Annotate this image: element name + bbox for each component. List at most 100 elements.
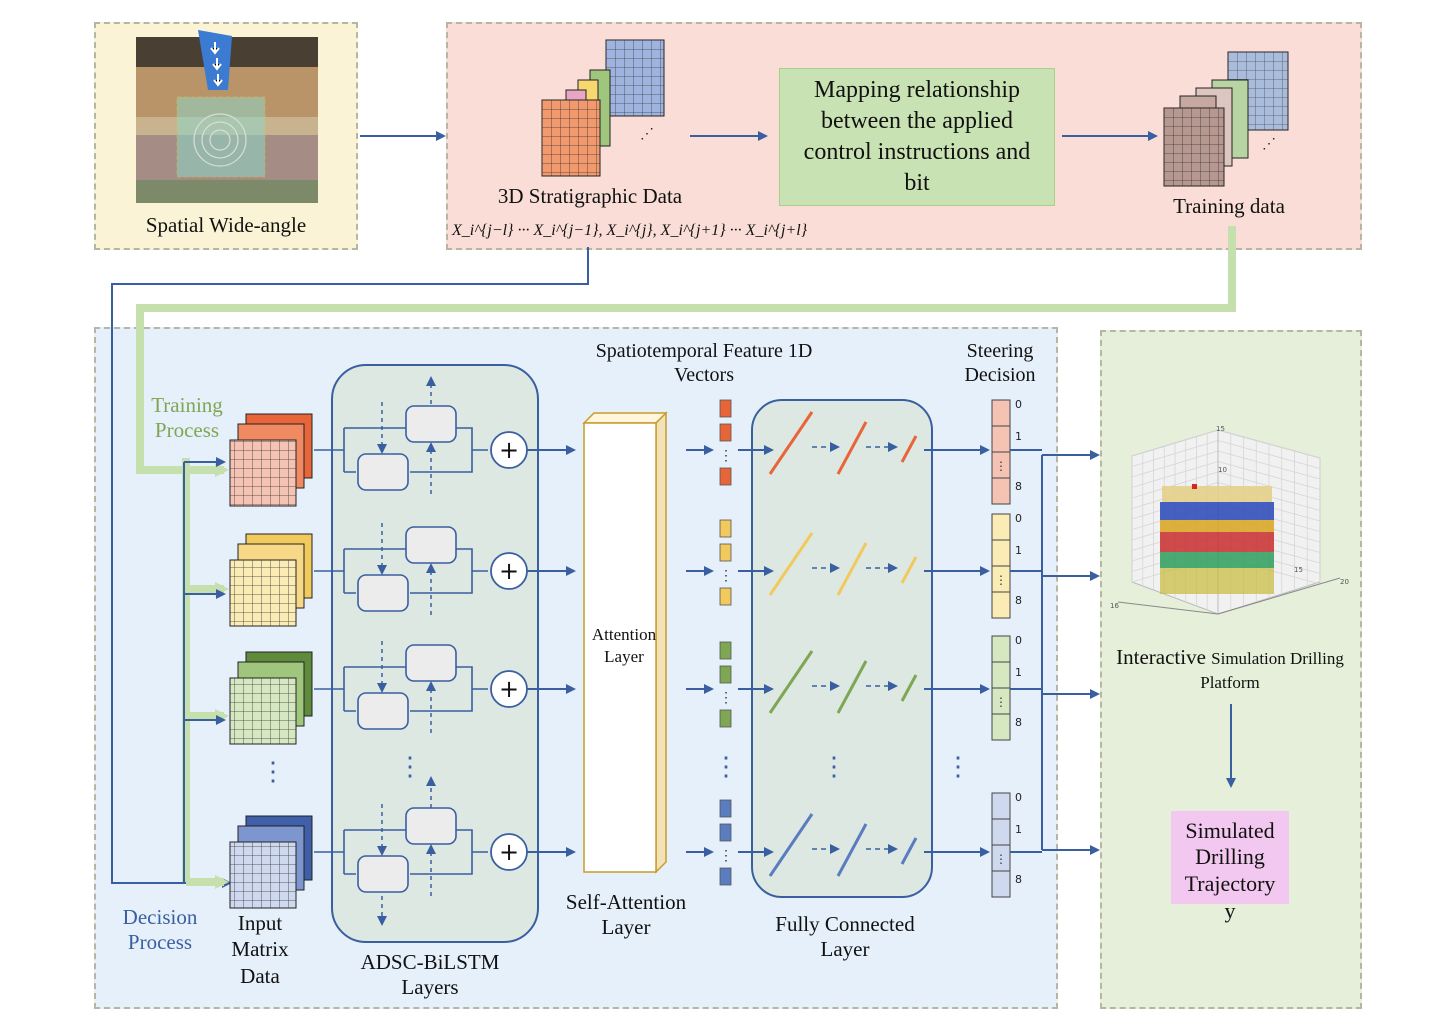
fc-neuron-1 [768, 813, 814, 877]
fc-neuron-2 [836, 823, 868, 877]
steer-ellipsis: ⋮ [945, 752, 971, 781]
steer-dots: ⋮ [995, 695, 1007, 709]
lstm-backward-cell [405, 807, 457, 845]
feature-dots: ⋮ [719, 691, 733, 706]
lstm-backward-cell [405, 405, 457, 443]
feature-cell [719, 823, 732, 842]
fc-container [751, 399, 933, 898]
steer-index: 1 [1015, 666, 1022, 679]
fc-neuron-2 [836, 542, 868, 596]
steer-index: 0 [1015, 512, 1022, 525]
feature-cell [719, 467, 732, 486]
fc-neuron-3 [900, 837, 918, 865]
mapping-box: Mapping relationship between the applied… [779, 68, 1055, 206]
lstm-backward-cell [405, 644, 457, 682]
lstm-forward-cell [357, 574, 409, 612]
input-matrix-label: Input Matrix Data [231, 911, 289, 988]
steer-index: 8 [1015, 873, 1022, 886]
fc-neuron-3 [900, 556, 918, 584]
row-4: ⋮⋮018 [719, 791, 1100, 898]
training-process-label: Training Process [151, 393, 223, 443]
svg-text:⋰: ⋰ [640, 127, 654, 142]
fc-neuron-2 [836, 660, 868, 714]
lstm-wiring [314, 427, 488, 473]
steering-label: Steering Decision [964, 340, 1036, 386]
input-matrix-4 [229, 815, 313, 909]
strat-label: 3D Stratigraphic Data [497, 184, 683, 208]
feature-cell [719, 587, 732, 606]
lstm-wiring [314, 829, 488, 875]
lstm-row-1: + [314, 402, 714, 494]
strat-formula-text: X_i^{j−l} ··· X_i^{j−1}, X_i^{j}, X_i^{j… [452, 222, 808, 239]
spatial-label: Spatial Wide-angle [145, 213, 307, 237]
steer-index: 8 [1015, 594, 1022, 607]
steer-index: 1 [1015, 544, 1022, 557]
feature-dots: ⋮ [719, 849, 733, 864]
steer-dots: ⋮ [995, 573, 1007, 587]
lstm-forward-cell [357, 692, 409, 730]
lstm-backward-cell [405, 526, 457, 564]
feature-ellipsis: ⋮ [713, 752, 739, 781]
fc-neuron-2 [836, 421, 868, 475]
lstm-wiring [314, 548, 488, 594]
platform-label: Interactive Simulation Drilling Platform [1112, 645, 1348, 693]
sum-symbol: + [499, 557, 519, 585]
steer-index: 0 [1015, 398, 1022, 411]
steer-index: 8 [1015, 480, 1022, 493]
sum-symbol: + [499, 436, 519, 464]
lstm-ellipsis: ⋮ [397, 752, 423, 781]
lstm-forward-cell [357, 453, 409, 491]
trajectory-box: Simulated Drilling Trajectory [1171, 811, 1289, 904]
fc-ellipsis: ⋮ [821, 752, 847, 781]
strat-cube-stack: ⋰ [541, 39, 665, 177]
svg-text:16: 16 [1110, 602, 1119, 610]
fc-neuron-1 [768, 532, 814, 596]
steer-index: 0 [1015, 791, 1022, 804]
feature-cell [719, 709, 732, 728]
lstm-row-3: + [314, 641, 714, 733]
steer-index: 0 [1015, 634, 1022, 647]
input-matrix-3 [229, 651, 313, 745]
input-ellipsis: ⋮ [260, 757, 286, 786]
self-attention-label: Self-Attention Layer [565, 890, 687, 940]
fc-label: Fully Connected Layer [775, 912, 915, 962]
lstm-row-2: + [314, 523, 714, 615]
platform-label-small: Simulation Drilling Platform [1200, 649, 1344, 693]
steer-index: 1 [1015, 430, 1022, 443]
input-matrix-2 [229, 533, 313, 627]
lstm-row-4: + [314, 804, 714, 896]
svg-text:20: 20 [1340, 578, 1349, 586]
feature-cell [719, 519, 732, 538]
svg-text:10: 10 [1218, 466, 1227, 474]
training-cube-stack: ⋰ [1163, 51, 1289, 187]
svg-text:15: 15 [1294, 566, 1303, 574]
fc-neuron-1 [768, 650, 814, 714]
svg-text:15: 15 [1216, 425, 1225, 433]
feature-cell [719, 399, 732, 418]
sum-symbol: + [499, 675, 519, 703]
lstm-label: ADSC-BiLSTM Layers [360, 950, 500, 1000]
row-artwork: ⋮⋮018⋮⋮018⋮⋮018⋮⋮018 [719, 398, 1100, 898]
steer-index: 1 [1015, 823, 1022, 836]
simulation-3d-plot: 15 10 15 20 16 [1110, 425, 1349, 615]
input-matrix-1 [229, 413, 313, 507]
lstm-wiring [314, 666, 488, 712]
feature-cell [719, 799, 732, 818]
row-1: ⋮ ⋮ 0 1 8 [719, 398, 1100, 505]
attention-inner-label: Attention Layer [591, 625, 657, 667]
lstm-forward-cell [357, 855, 409, 893]
svg-text:⋰: ⋰ [1262, 137, 1276, 152]
feature-cell [719, 665, 732, 684]
decision-process-label: Decision Process [122, 905, 198, 955]
steer-dots: ⋮ [995, 459, 1007, 473]
sum-symbol: + [499, 838, 519, 866]
feature-cell [719, 423, 732, 442]
fc-neuron-3 [900, 435, 918, 463]
feature-dots: ⋮ [719, 449, 733, 464]
features-label: Spatiotemporal Feature 1D Vectors [595, 340, 813, 386]
strat-formula: X_i^{j−l} ··· X_i^{j−1}, X_i^{j}, X_i^{j… [452, 216, 807, 241]
platform-label-big: Interactive [1116, 645, 1206, 669]
feature-dots: ⋮ [719, 569, 733, 584]
training-data-label: Training data [1173, 194, 1285, 218]
